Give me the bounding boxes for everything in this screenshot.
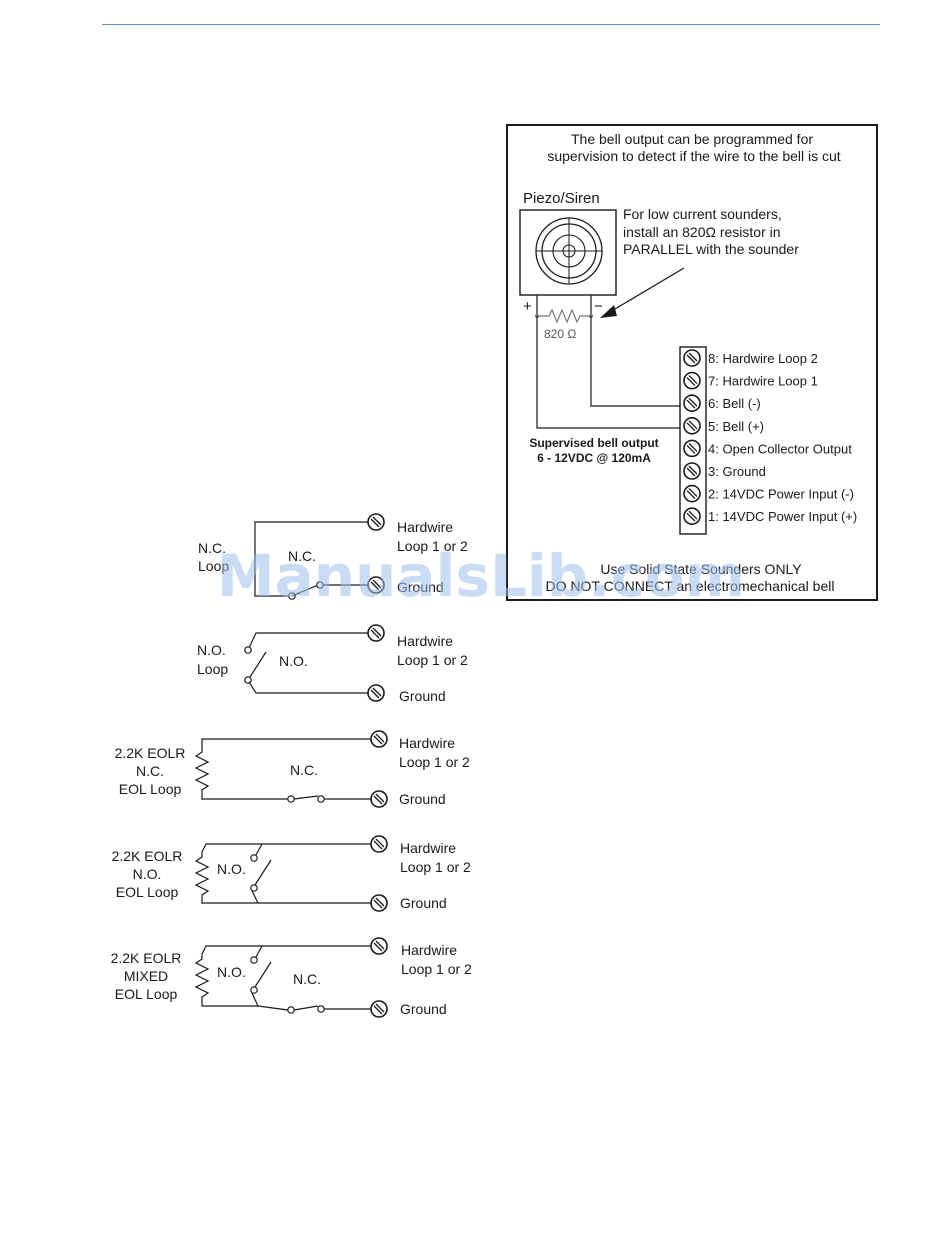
footer-line1: Use Solid State Sounders ONLY [600, 561, 802, 577]
ground-label: Ground [399, 688, 446, 704]
hardwire-label: Loop 1 or 2 [400, 859, 471, 875]
contact-label: N.O. [279, 653, 308, 669]
hardwire-label: Hardwire [397, 519, 453, 535]
terminal-label: 2: 14VDC Power Input (-) [708, 487, 854, 502]
eol-mixed-loop-diagram: 2.2K EOLR MIXED EOL Loop N.O. N.C. Hardw… [111, 937, 472, 1018]
loop-label-line: N.O. [133, 866, 162, 882]
header-rule [102, 24, 880, 25]
loop-label-line: EOL Loop [119, 781, 182, 797]
hardwire-terminal-icon [370, 730, 388, 748]
resistor-label: 820 Ω [544, 327, 576, 341]
eol-no-loop-diagram: 2.2K EOLR N.O. EOL Loop N.O. Hardwire Lo… [112, 835, 471, 912]
contact-label: N.O. [217, 964, 246, 980]
terminal-screw-icon [683, 439, 701, 458]
minus-sign: − [594, 298, 603, 315]
resistor-note-line3: PARALLEL with the sounder [623, 241, 799, 257]
bell-output-panel: The bell output can be programmed for su… [506, 124, 878, 601]
ground-label: Ground [399, 791, 446, 807]
ground-terminal-icon [370, 894, 388, 912]
terminal-screw-icon [683, 349, 701, 367]
hardwire-label: Hardwire [397, 633, 453, 649]
terminal-screw-icon [683, 507, 701, 526]
loop-label-line: EOL Loop [115, 986, 178, 1002]
hardwire-label: Hardwire [399, 735, 455, 751]
eol-nc-loop-diagram: 2.2K EOLR N.C. EOL Loop N.C. Hardwire Lo… [115, 730, 470, 808]
terminal-label: 1: 14VDC Power Input (+) [708, 509, 857, 524]
terminal-label: 6: Bell (-) [708, 396, 761, 411]
terminal-label: 7: Hardwire Loop 1 [708, 374, 818, 389]
resistor-note-line1: For low current sounders, [623, 206, 782, 222]
hardwire-terminal-icon [370, 835, 388, 853]
terminal-screw-icon [683, 371, 701, 390]
hardwire-label: Loop 1 or 2 [397, 538, 468, 554]
ground-terminal-icon [367, 684, 385, 702]
loop-label-line: 2.2K EOLR [111, 950, 182, 966]
loop-label-line: EOL Loop [116, 884, 179, 900]
terminal-label: 8: Hardwire Loop 2 [708, 351, 818, 366]
terminal-label: 3: Ground [708, 464, 766, 479]
ground-label: Ground [400, 1001, 447, 1017]
terminal-screw-icon [683, 484, 701, 503]
terminal-screw-icon [683, 462, 701, 480]
nc-loop-diagram: N.C. Loop N.C. Hardwire Loop 1 or 2 Grou… [198, 513, 468, 600]
hardwire-label: Hardwire [401, 942, 457, 958]
terminal-screw-icon [683, 394, 701, 413]
ground-terminal-icon [370, 790, 388, 808]
terminal-screw-icon [683, 416, 701, 435]
loop-label-line: 2.2K EOLR [112, 848, 183, 864]
loop-label-line: MIXED [124, 968, 168, 984]
no-loop-diagram: N.O. Loop N.O. Hardwire Loop 1 or 2 Grou… [197, 624, 468, 704]
footer-line2: DO NOT CONNECT an electromechanical bell [546, 578, 835, 594]
ground-label: Ground [400, 895, 447, 911]
panel-header-line2: supervision to detect if the wire to the… [547, 148, 840, 164]
loop-label-line: Loop [198, 558, 229, 574]
ground-terminal-icon [370, 1000, 388, 1018]
contact-label: N.C. [290, 762, 318, 778]
ground-label: Ground [397, 579, 444, 595]
hardwire-label: Hardwire [400, 840, 456, 856]
piezo-label: Piezo/Siren [523, 190, 600, 207]
contact-label: N.C. [288, 548, 316, 564]
watermark: ManualsLib.com [217, 542, 745, 610]
contact-label: N.O. [217, 861, 246, 877]
note-arrow-icon [600, 267, 685, 318]
terminal-rows: 8: Hardwire Loop 2 7: Hardwire Loop 1 6: B… [683, 349, 857, 526]
loop-label-line: Loop [197, 661, 228, 677]
supervised-label-line2: 6 - 12VDC @ 120mA [537, 451, 651, 465]
hardwire-terminal-icon [370, 937, 388, 955]
loop-label-line: 2.2K EOLR [115, 745, 186, 761]
hardwire-terminal-icon [367, 513, 385, 531]
contact-label: N.C. [293, 971, 321, 987]
hardwire-label: Loop 1 or 2 [399, 754, 470, 770]
terminal-label: 5: Bell (+) [708, 419, 764, 434]
hardwire-label: Loop 1 or 2 [401, 961, 472, 977]
panel-header-line1: The bell output can be programmed for [571, 131, 813, 147]
terminal-label: 4: Open Collector Output [708, 441, 852, 456]
hardwire-terminal-icon [367, 624, 385, 642]
loop-label-line: N.O. [197, 642, 226, 658]
resistor-note-line2: install an 820Ω resistor in [623, 224, 781, 240]
loop-label-line: N.C. [136, 763, 164, 779]
piezo-siren-icon [519, 209, 617, 296]
hardwire-label: Loop 1 or 2 [397, 652, 468, 668]
loop-label-line: N.C. [198, 540, 226, 556]
supervised-label-line1: Supervised bell output [529, 436, 658, 450]
plus-sign: + [523, 298, 532, 315]
